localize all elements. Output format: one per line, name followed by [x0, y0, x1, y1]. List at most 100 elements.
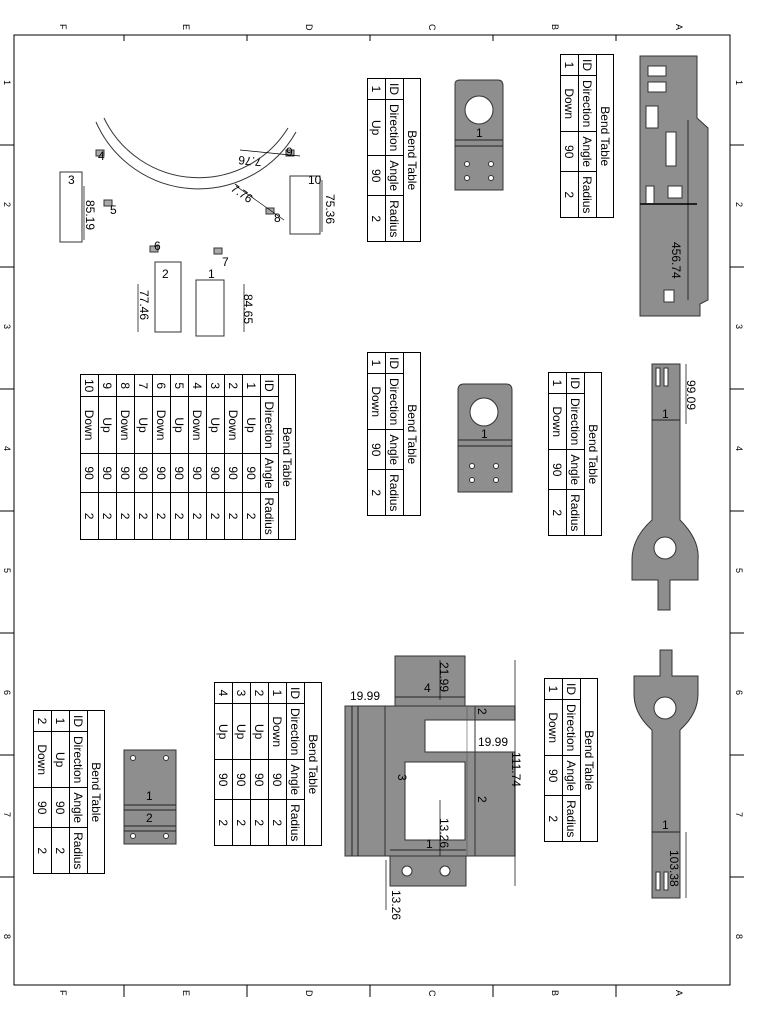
cell: 90 — [214, 759, 233, 800]
long-strip-dim: 456.74 — [669, 242, 683, 279]
zone-letter-b-top: B — [550, 24, 560, 30]
cell: 90 — [242, 453, 261, 493]
arc-dim-84-65: 84.65 — [241, 294, 255, 324]
zone-number-2-left: 2 — [2, 202, 12, 207]
zone-letter-f-top: F — [58, 24, 68, 30]
box-dim-13-26-b: 13.26 — [389, 890, 403, 920]
cell: Down — [116, 396, 135, 454]
arc-bend-6: 6 — [154, 239, 161, 253]
zone-number-4-left: 4 — [2, 446, 12, 451]
arc-bend-10: 10 — [308, 173, 322, 187]
cell: Up — [170, 396, 189, 454]
cell: 90 — [33, 787, 52, 828]
cell: 2 — [224, 374, 243, 397]
zone-letter-c-top: C — [427, 24, 437, 31]
zone-number-6-left: 6 — [2, 690, 12, 695]
cell: 1 — [367, 352, 386, 374]
cell: 6 — [152, 374, 171, 397]
arc-bend-1: 1 — [208, 267, 215, 281]
cell: 2 — [116, 492, 135, 540]
tab-part-top: 1 — [454, 79, 504, 191]
bend-table-title: Bend Table — [88, 710, 105, 875]
zone-letter-d-bottom: D — [304, 990, 314, 997]
cell: 3 — [206, 374, 225, 397]
cell: 5 — [170, 374, 189, 397]
zone-number-6-right: 6 — [734, 690, 744, 695]
col-radius: Radius — [69, 827, 88, 874]
col-angle: Angle — [385, 429, 404, 470]
cell: 1 — [560, 54, 579, 76]
cell: 90 — [116, 453, 135, 493]
col-angle: Angle — [566, 449, 585, 490]
plate-part: 1 2 — [123, 749, 177, 845]
cell: 4 — [188, 374, 207, 397]
cell: 2 — [33, 827, 52, 874]
cell: 2 — [134, 492, 153, 540]
cell: 90 — [134, 453, 153, 493]
zone-letter-e-top: E — [181, 24, 191, 30]
box-dim-13-26-a: 13.26 — [437, 818, 451, 848]
col-id: ID — [385, 78, 404, 100]
cell: 90 — [206, 453, 225, 493]
zone-letter-a-top: A — [674, 24, 684, 30]
zone-number-8-left: 8 — [2, 934, 12, 939]
cell: 2 — [367, 469, 386, 516]
tab-part-mid: 1 — [457, 383, 513, 493]
cell: 90 — [224, 453, 243, 493]
cell: 2 — [170, 492, 189, 540]
cell: 2 — [367, 195, 386, 242]
cell: Up — [232, 703, 251, 760]
cell: 2 — [206, 492, 225, 540]
cell: Up — [51, 731, 70, 788]
cell: Up — [98, 396, 117, 454]
box-part: 1 2 2 3 4 19.99 21.99 19.99 111.74 13.26… — [344, 655, 523, 920]
box-dim-111-74: 111.74 — [509, 752, 523, 787]
box-bend-4: 4 — [424, 681, 431, 695]
arc-dim-85-19: 85.19 — [83, 200, 97, 230]
bend-table-title: Bend Table — [279, 374, 296, 540]
col-id: ID — [566, 372, 585, 394]
zone-letter-a-bottom: A — [674, 990, 684, 996]
cell: Down — [367, 373, 386, 430]
col-id: ID — [69, 710, 88, 732]
col-radius: Radius — [286, 799, 305, 846]
cell: Down — [80, 396, 99, 454]
cell: 1 — [367, 78, 386, 100]
zone-letter-e-bottom: E — [181, 990, 191, 996]
bar-part-bottom: 103.38 1 — [633, 649, 699, 899]
col-id: ID — [385, 352, 404, 374]
cell: 90 — [560, 131, 579, 172]
col-radius: Radius — [562, 795, 581, 842]
col-angle: Angle — [69, 787, 88, 828]
cell: Down — [152, 396, 171, 454]
cell: Up — [214, 703, 233, 760]
cell: 90 — [80, 453, 99, 493]
cell: Down — [560, 75, 579, 132]
cell: 90 — [98, 453, 117, 493]
zone-letter-b-bottom: B — [550, 990, 560, 996]
col-direction: Direction — [260, 396, 279, 454]
col-direction: Direction — [566, 393, 585, 450]
col-angle: Angle — [286, 759, 305, 800]
arc-bend-4: 4 — [98, 149, 105, 163]
arc-dim-7-76-a: 7.76 — [237, 153, 262, 169]
zone-number-4-right: 4 — [734, 446, 744, 451]
arc-dim-77-46: 77.46 — [137, 290, 151, 320]
zone-number-7-right: 7 — [734, 812, 744, 817]
arc-dim-7-76-b: 7.76 — [228, 181, 255, 206]
cell: Up — [242, 396, 261, 454]
cell: 1 — [548, 372, 567, 394]
